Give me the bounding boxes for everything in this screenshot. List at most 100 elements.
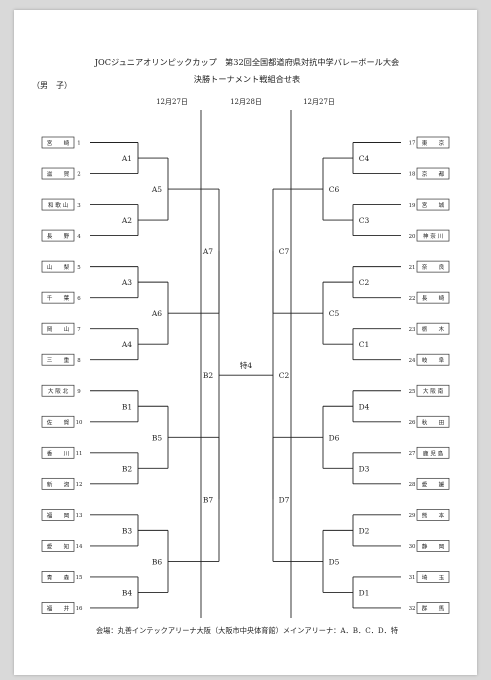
right-r3-label-2: D7 xyxy=(279,495,290,504)
right-r2-label-2: C5 xyxy=(329,309,340,318)
right-team-box-3 xyxy=(416,198,450,211)
left-team-seed-14: 14 xyxy=(76,544,83,550)
right-team-box-4 xyxy=(416,229,450,242)
right-r2-label-1: C6 xyxy=(329,185,340,194)
left-r1-label-3: A3 xyxy=(121,278,132,287)
right-team-seed-15: 31 xyxy=(409,575,416,581)
left-team-name-16: 福 井 xyxy=(47,604,70,612)
right-team-box-14 xyxy=(416,540,450,552)
right-team-name-1: 東 京 xyxy=(422,139,445,147)
left-team-name-3: 和 歌 山 xyxy=(48,201,68,209)
right-r1-label-8: D1 xyxy=(359,588,370,597)
right-team-seed-2: 18 xyxy=(409,172,416,178)
bracket-lines xyxy=(90,110,401,618)
left-r4-label: B2 xyxy=(203,371,214,380)
right-team-seed-12: 28 xyxy=(409,482,416,488)
right-team-seed-14: 30 xyxy=(409,544,416,550)
right-team-seed-8: 24 xyxy=(409,358,416,364)
right-team-name-10: 秋 田 xyxy=(422,418,445,426)
venue-footer: 会場：丸善インテックアリーナ大阪（大阪市中央体育館）メインアリーナ：A．B．C．… xyxy=(96,626,398,635)
left-r1-label-8: B4 xyxy=(122,588,133,597)
left-team-seed-8: 8 xyxy=(77,358,81,364)
right-team-seed-5: 21 xyxy=(409,265,416,271)
right-team-seed-11: 27 xyxy=(409,451,416,457)
right-team-name-16: 群 馬 xyxy=(422,604,445,612)
left-team-seed-12: 12 xyxy=(76,482,83,488)
right-team-seed-16: 32 xyxy=(409,606,416,612)
page-subtitle: 決勝トーナメント戦組合せ表 xyxy=(194,74,300,84)
left-team-seed-16: 16 xyxy=(76,606,83,612)
left-r2-label-3: B5 xyxy=(152,433,163,442)
left-r2-label-4: B6 xyxy=(152,557,163,566)
left-team-seed-6: 6 xyxy=(77,296,81,302)
left-team-seed-11: 11 xyxy=(76,451,83,457)
left-team-box-1 xyxy=(41,136,75,149)
left-team-box-5 xyxy=(41,260,75,273)
left-team-seed-5: 5 xyxy=(77,265,81,271)
left-team-name-6: 千 葉 xyxy=(47,294,70,302)
left-team-name-7: 岡 山 xyxy=(47,325,69,333)
right-team-seed-6: 22 xyxy=(409,296,416,302)
right-r1-label-1: C4 xyxy=(359,154,370,163)
right-r1-label-6: D3 xyxy=(359,464,370,473)
right-team-name-8: 岐 阜 xyxy=(422,356,445,364)
right-team-box-7 xyxy=(416,322,450,335)
left-team-seed-2: 2 xyxy=(77,172,80,178)
left-team-box-4 xyxy=(41,229,75,242)
right-team-seed-4: 20 xyxy=(409,234,416,240)
left-team-name-15: 青 森 xyxy=(47,573,70,581)
category-label: （男 子） xyxy=(32,81,72,90)
left-team-box-11 xyxy=(41,446,75,459)
left-team-box-15 xyxy=(41,571,75,583)
left-team-name-10: 佐 賀 xyxy=(47,418,70,426)
left-r1-label-6: B2 xyxy=(122,464,133,473)
date-left: 12月27日 xyxy=(156,98,188,106)
right-r2-label-4: D5 xyxy=(329,557,340,566)
left-team-box-13 xyxy=(41,509,75,521)
left-team-box-10 xyxy=(41,415,75,428)
right-team-box-15 xyxy=(416,571,450,583)
left-r1-label-7: B3 xyxy=(122,526,133,535)
date-center: 12月28日 xyxy=(230,98,262,106)
left-r1-label-5: B1 xyxy=(122,402,132,411)
page-title: JOCジュニアオリンピックカップ 第32回全国都道府県対抗中学バレーボール大会 xyxy=(94,57,399,67)
left-team-name-12: 新 潟 xyxy=(47,480,70,488)
right-team-name-9: 大 阪 南 xyxy=(423,387,444,395)
left-team-name-2: 滋 賀 xyxy=(47,170,70,178)
right-team-box-1 xyxy=(416,136,450,149)
left-team-box-6 xyxy=(41,291,75,304)
right-r1-label-3: C2 xyxy=(359,278,370,287)
right-team-name-3: 宮 城 xyxy=(422,201,445,209)
right-team-seed-9: 25 xyxy=(409,389,416,395)
date-right: 12月27日 xyxy=(303,98,335,106)
right-team-name-6: 長 崎 xyxy=(422,294,445,302)
left-team-name-9: 大 阪 北 xyxy=(48,387,69,395)
left-r1-label-4: A4 xyxy=(121,340,132,349)
left-team-box-16 xyxy=(41,602,75,614)
tournament-sheet xyxy=(14,10,477,675)
right-team-seed-3: 19 xyxy=(409,203,416,209)
right-team-name-14: 静 岡 xyxy=(422,542,445,550)
right-team-name-5: 奈 良 xyxy=(422,263,445,271)
left-team-box-8 xyxy=(41,353,75,366)
right-team-seed-10: 26 xyxy=(409,420,416,426)
right-r1-label-7: D2 xyxy=(359,526,370,535)
left-team-name-13: 福 岡 xyxy=(47,511,70,519)
left-team-box-14 xyxy=(41,540,75,552)
right-team-name-13: 熊 本 xyxy=(422,511,445,519)
left-team-box-3 xyxy=(41,198,75,211)
left-team-name-5: 山 梨 xyxy=(47,263,70,271)
left-team-box-7 xyxy=(41,322,75,335)
right-team-name-4: 神 奈 川 xyxy=(423,232,443,240)
right-team-seed-13: 29 xyxy=(409,513,416,519)
left-r2-label-2: A6 xyxy=(151,309,162,318)
right-team-name-12: 愛 媛 xyxy=(422,480,445,488)
left-r1-label-2: A2 xyxy=(121,216,132,225)
left-r3-label-2: B7 xyxy=(203,495,214,504)
right-team-box-12 xyxy=(416,477,450,490)
right-team-name-15: 埼 玉 xyxy=(422,573,445,581)
right-team-name-2: 京 都 xyxy=(422,170,445,178)
left-team-seed-1: 1 xyxy=(77,141,80,147)
left-r3-label-1: A7 xyxy=(202,247,213,256)
